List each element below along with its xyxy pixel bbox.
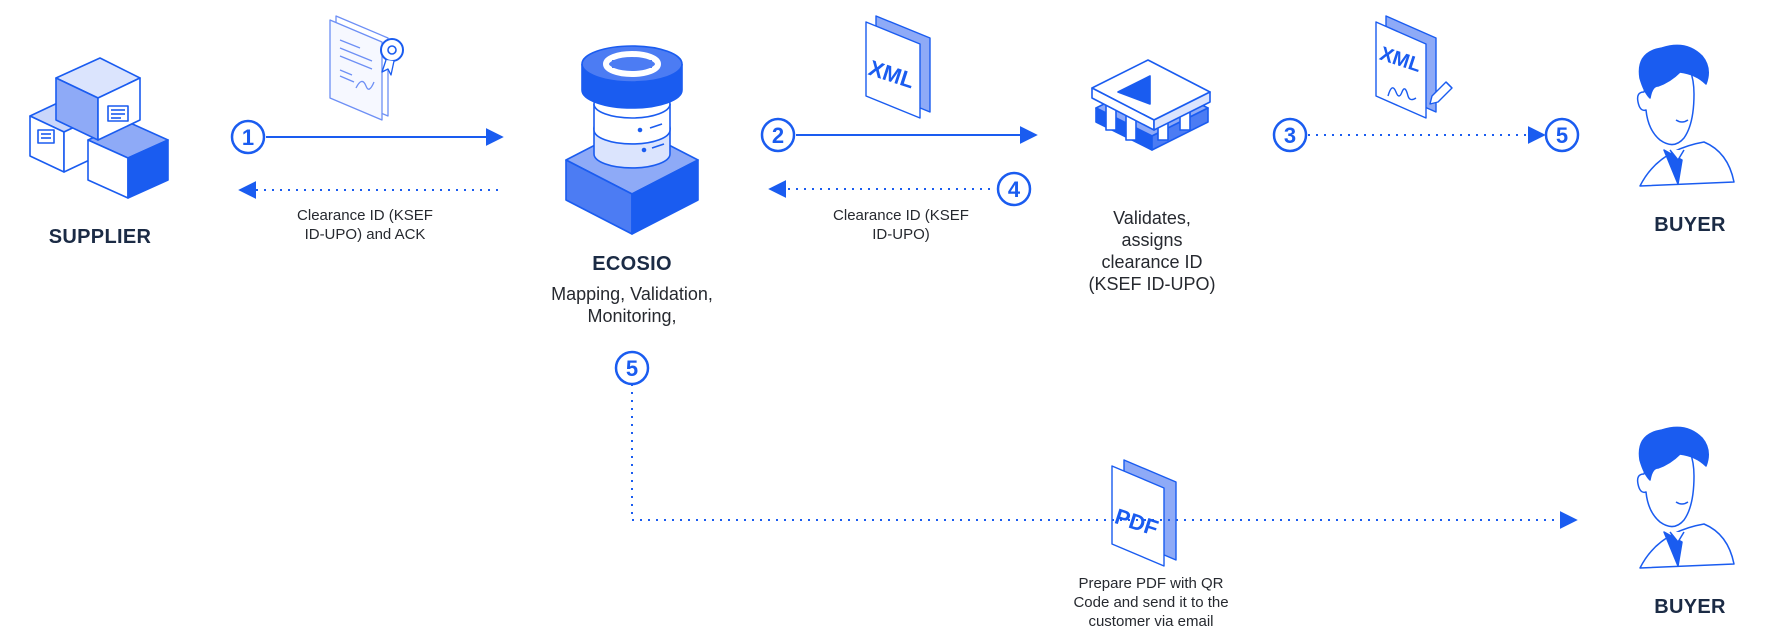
svg-text:5: 5 [1556,123,1568,148]
bank-building-icon [1091,59,1211,151]
svg-text:3: 3 [1284,123,1296,148]
svg-text:2: 2 [772,123,784,148]
ecosio-database-icon [565,45,699,235]
buyer-person-icon [1636,44,1735,187]
svg-text:4: 4 [1008,177,1021,202]
step-badge-3: 3 [1272,117,1308,153]
step-badge-1: 1 [230,119,266,155]
signed-xml-icon: XML [1375,15,1453,119]
signed-invoice-icon [329,15,404,121]
step-badge-2: 2 [760,117,796,153]
supplier-boxes-icon [29,57,169,199]
svg-text:5: 5 [626,356,638,381]
svg-text:1: 1 [242,125,254,150]
supplier-label: SUPPLIER [48,226,152,248]
step-badge-5-top: 5 [1544,117,1580,153]
step-badge-5-bottom: 5 [614,350,650,386]
ecosio-description: Mapping, Validation, Monitoring, [551,284,713,326]
buyer-bottom-label: BUYER [1654,596,1726,618]
buyer-person-icon [1636,426,1735,569]
ecosio-title: ECOSIO [592,253,672,275]
clearance-label: Clearance ID (KSEF ID-UPO) [833,207,969,243]
pdf-document-icon: PDF [1111,459,1177,567]
authority-description: Validates, assigns clearance ID (KSEF ID… [1088,208,1216,294]
step-badge-4: 4 [996,171,1032,207]
path-5-ecosio-to-buyer [631,384,1578,529]
step-badges: 1 2 3 4 5 5 [230,117,1580,386]
xml-document-icon: XML [865,15,931,119]
connectors [238,126,1578,529]
ack-label: Clearance ID (KSEF ID-UPO) and ACK [297,207,433,243]
buyer-top-label: BUYER [1654,214,1726,236]
pdf-label: Prepare PDF with QR Code and send it to … [1073,575,1229,630]
